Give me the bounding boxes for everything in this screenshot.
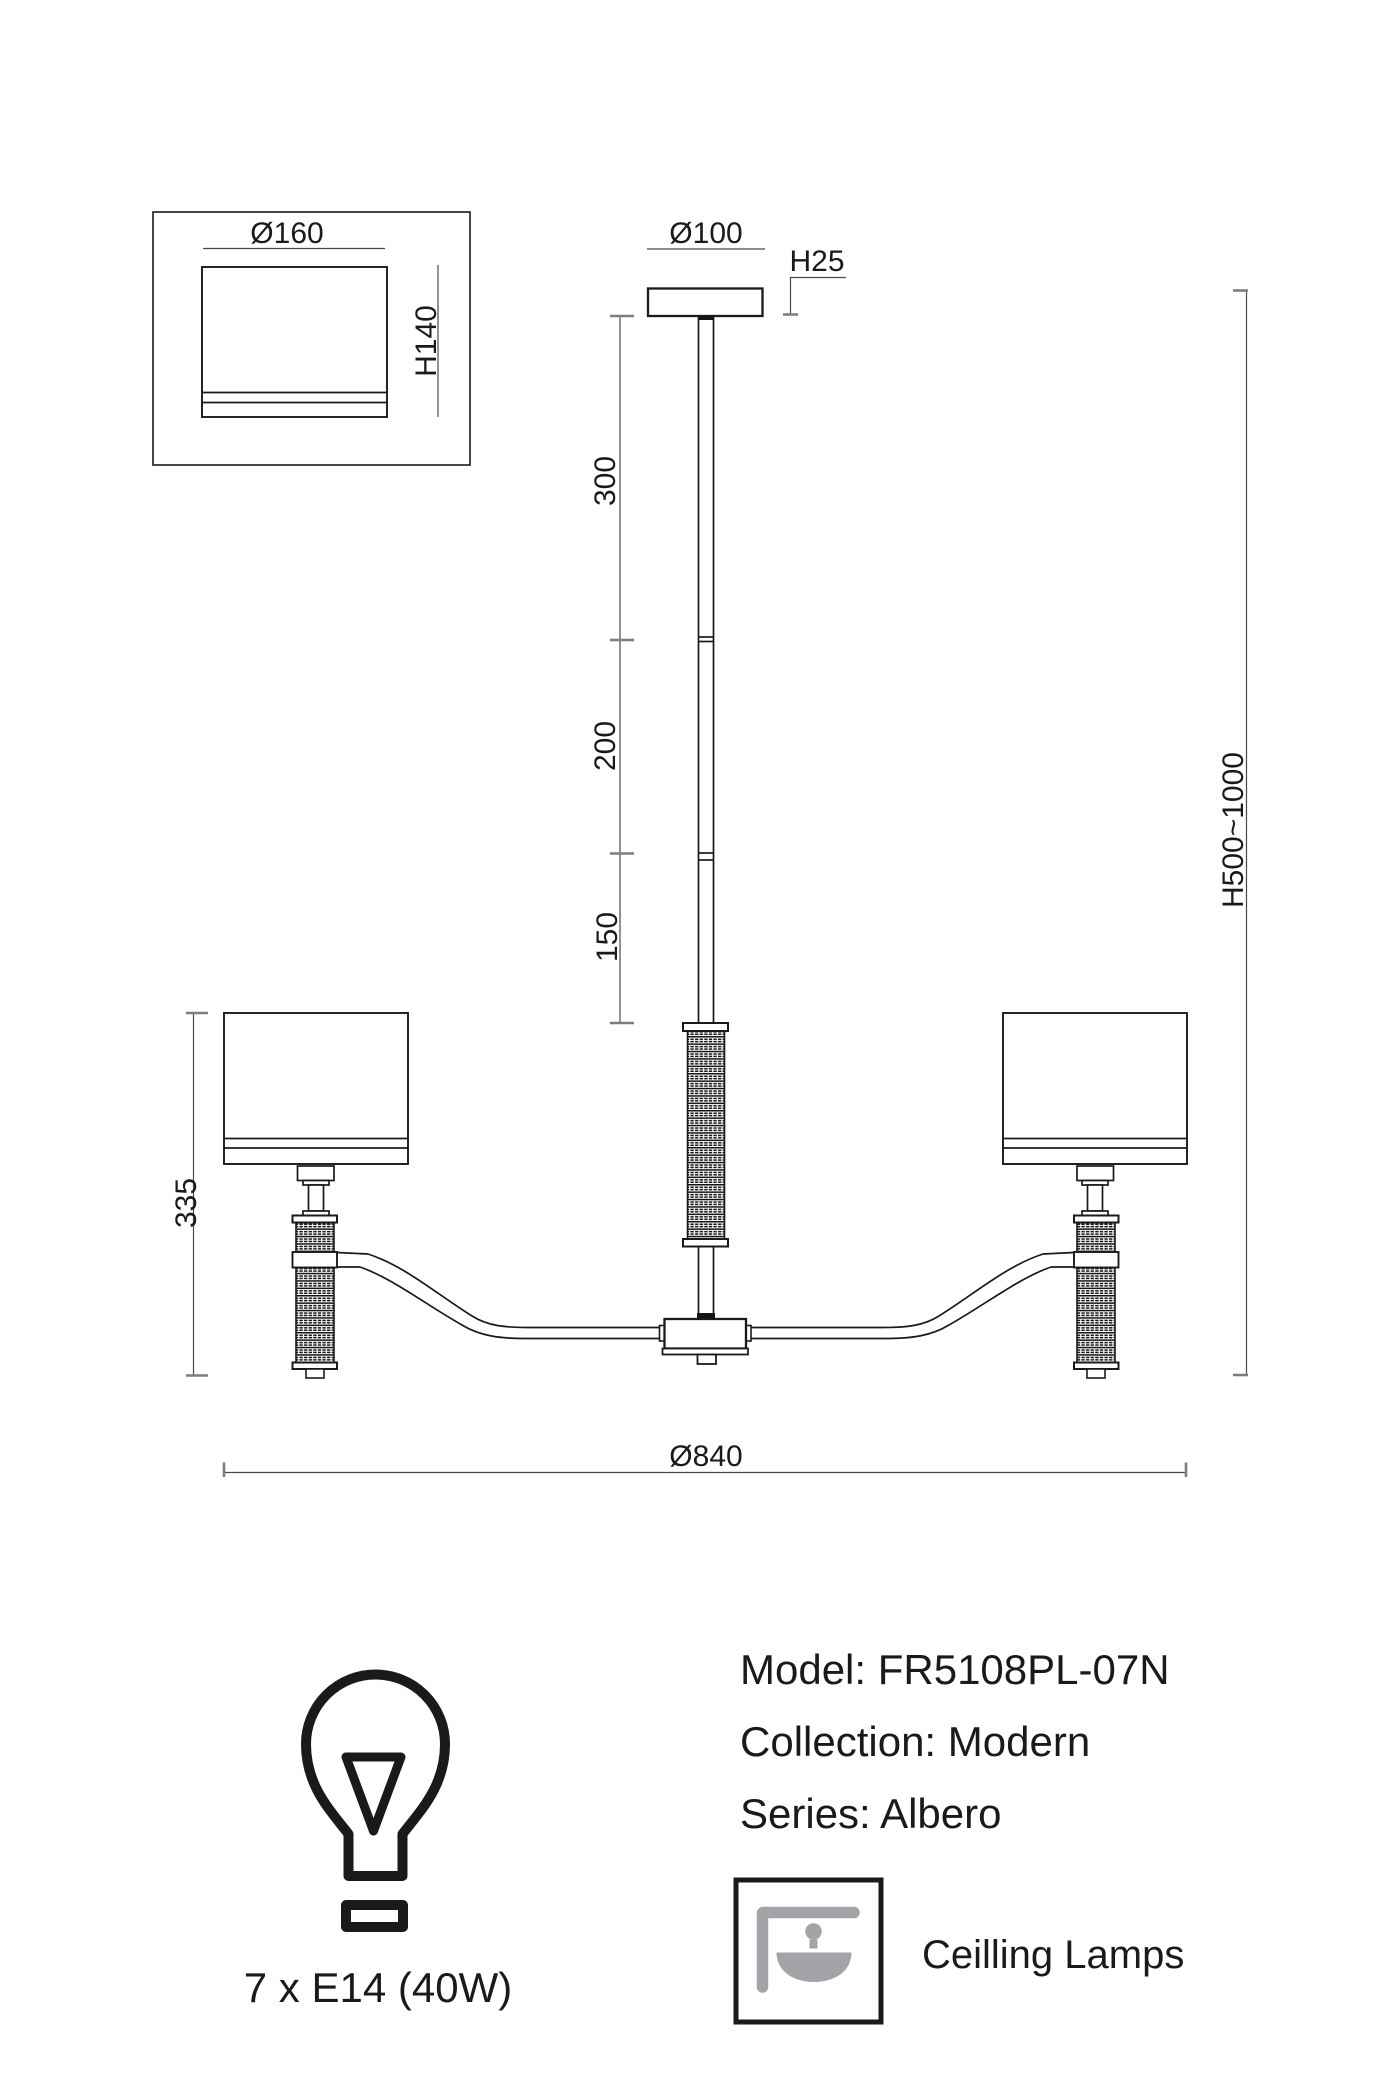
lower-rod-collar <box>697 1313 715 1319</box>
right-stem <box>1086 1184 1104 1212</box>
left-candle-nub <box>305 1368 325 1379</box>
dim-rod-segment-150-label: 150 <box>591 912 624 962</box>
dim-overall-diameter-label: Ø840 <box>669 1440 742 1473</box>
shade-detail-dimensions <box>203 247 439 417</box>
right-candle-top-cap <box>1073 1214 1120 1224</box>
sleeve-top-cap <box>682 1022 729 1032</box>
right-candle-bottom-cap <box>1073 1361 1120 1370</box>
right-arm-junction-box <box>1073 1251 1120 1269</box>
dim-canopy-height-label: H25 <box>789 245 844 278</box>
detail-shade-outline <box>201 266 388 418</box>
dim-shade-diameter-label: Ø160 <box>250 217 323 250</box>
ceiling-canopy <box>646 287 764 320</box>
left-shade <box>223 1012 409 1165</box>
bulb-base <box>341 1900 408 1932</box>
left-stem <box>307 1184 325 1212</box>
bulb-outline <box>301 1669 450 1881</box>
category-label: Ceilling Lamps <box>922 1933 1184 1977</box>
canopy-body <box>646 287 764 318</box>
glyph-mount-dot <box>805 1923 822 1940</box>
ceiling-lamp-category-icon <box>733 1877 884 2025</box>
glyph-stem <box>809 1939 818 1949</box>
hub-body <box>663 1317 748 1350</box>
right-lamp-unit <box>1002 1012 1188 1379</box>
product-info: Model: FR5108PL-07N Collection: Modern S… <box>740 1646 1170 1837</box>
series-label: Series: Albero <box>740 1790 1001 1837</box>
central-knurled-sleeve <box>682 1022 729 1319</box>
left-candle-body <box>295 1221 335 1364</box>
dim-fixture-height-label: 335 <box>170 1178 203 1228</box>
left-candle-bottom-cap <box>291 1361 338 1370</box>
dim-canopy-diameter-label: Ø100 <box>669 217 742 250</box>
chandelier-drawing <box>223 287 1188 1379</box>
collection-label: Collection: Modern <box>740 1718 1090 1765</box>
shade-detail-view <box>152 211 471 466</box>
glyph-lamp-bowl <box>776 1952 852 1982</box>
suspension-rod <box>697 317 715 1023</box>
dim-overall-height-label: H500~1000 <box>1217 752 1250 908</box>
left-arm-top-edge <box>336 1251 668 1329</box>
left-arm-bottom-edge <box>337 1266 666 1340</box>
right-arm <box>743 1251 1075 1340</box>
canopy-rod-joint <box>698 316 714 320</box>
ceiling-lamp-glyph <box>756 1906 860 1993</box>
bulb-icon <box>301 1669 450 1932</box>
left-lamp-unit <box>223 1012 409 1379</box>
bulb-count-label: 7 x E14 (40W) <box>244 1964 512 2011</box>
right-candle-nub <box>1086 1368 1106 1379</box>
sleeve-body <box>686 1030 726 1240</box>
dim-bracket-canopy-height <box>789 276 846 316</box>
right-candle-body <box>1076 1221 1116 1364</box>
right-arm-bottom-edge <box>745 1266 1074 1340</box>
right-socket-holder <box>1076 1165 1115 1182</box>
dim-shade-height-label: H140 <box>410 305 443 377</box>
dimension-ticks <box>186 289 1248 1477</box>
left-socket-holder <box>296 1165 335 1182</box>
right-shade <box>1002 1012 1188 1165</box>
bulb-filament-triangle <box>341 1752 406 1836</box>
detail-view-frame <box>152 211 471 466</box>
sleeve-bottom-cap <box>682 1238 729 1248</box>
dim-rod-segment-300-label: 300 <box>589 456 622 506</box>
hub-flange <box>661 1347 749 1356</box>
rod-dimension-chain <box>192 248 1248 1474</box>
center-hub <box>658 1317 752 1365</box>
hub-bottom-nub <box>696 1353 717 1365</box>
left-arm <box>336 1251 668 1340</box>
left-candle-top-cap <box>291 1214 338 1224</box>
model-label: Model: FR5108PL-07N <box>740 1646 1170 1693</box>
left-arm-junction-box <box>291 1251 338 1269</box>
dim-rod-segment-200-label: 200 <box>589 721 622 771</box>
right-arm-top-edge <box>743 1251 1075 1329</box>
